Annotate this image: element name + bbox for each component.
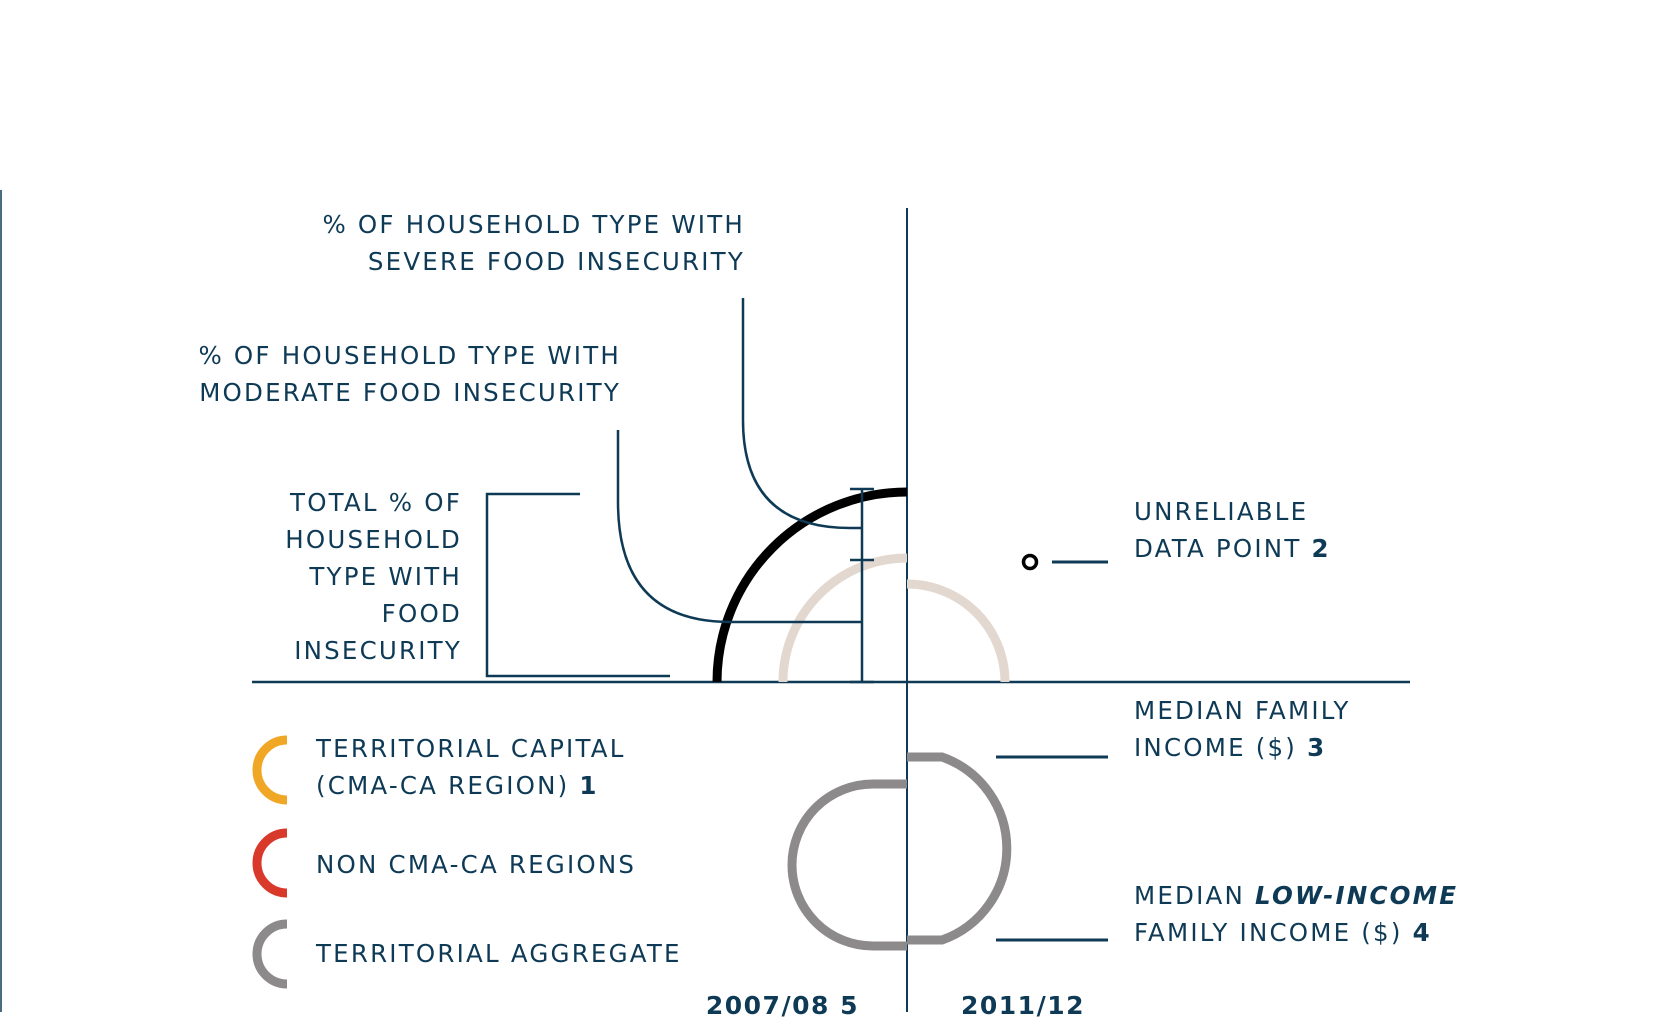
legend-item-capital: TERRITORIAL CAPITAL (CMA-CA REGION) 1 bbox=[316, 730, 626, 804]
severe-label-line2: SEVERE FOOD INSECURITY bbox=[367, 247, 745, 276]
legend-capital-line1: TERRITORIAL CAPITAL bbox=[316, 734, 626, 763]
low-income-label: MEDIAN LOW-INCOME FAMILY INCOME ($) 4 bbox=[1134, 877, 1458, 951]
legend-item-aggregate: TERRITORIAL AGGREGATE bbox=[316, 935, 682, 972]
unreliable-label: UNRELIABLE DATA POINT 2 bbox=[1134, 493, 1329, 567]
median-income-footnote: 3 bbox=[1307, 733, 1325, 762]
total-insecurity-arc bbox=[712, 487, 908, 683]
income-shape-left bbox=[787, 779, 907, 951]
low-income-text: FAMILY INCOME ($) bbox=[1134, 918, 1403, 947]
unreliable-point-marker bbox=[1021, 553, 1039, 571]
median-income-label: MEDIAN FAMILY INCOME ($) 3 bbox=[1134, 692, 1351, 766]
severe-label-line1: % OF HOUSEHOLD TYPE WITH bbox=[322, 210, 745, 239]
legend-capital-footnote: 1 bbox=[579, 771, 597, 800]
moderate-label-line1: % OF HOUSEHOLD TYPE WITH bbox=[198, 341, 621, 370]
legend-item-non-cma: NON CMA-CA REGIONS bbox=[316, 846, 636, 883]
faint-arc-right bbox=[906, 579, 1010, 683]
legend-capital-line2: (CMA-CA REGION) 1 bbox=[316, 767, 626, 804]
low-income-prefix: MEDIAN bbox=[1134, 881, 1245, 910]
severe-leader-line bbox=[741, 298, 862, 530]
moderate-label: % OF HOUSEHOLD TYPE WITH MODERATE FOOD I… bbox=[198, 337, 621, 411]
median-income-line1: MEDIAN FAMILY bbox=[1134, 696, 1351, 725]
legend-capital-text: (CMA-CA REGION) bbox=[316, 771, 570, 800]
legend-swatch-aggregate bbox=[252, 919, 288, 989]
total-label-line3: TYPE WITH bbox=[309, 562, 462, 591]
legend-aggregate-label: TERRITORIAL AGGREGATE bbox=[316, 939, 682, 968]
year-left-text: 2007/08 bbox=[705, 991, 830, 1020]
year-label-right: 2011/12 bbox=[961, 991, 1085, 1020]
severe-label: % OF HOUSEHOLD TYPE WITH SEVERE FOOD INS… bbox=[322, 206, 745, 280]
unreliable-footnote: 2 bbox=[1311, 534, 1329, 563]
unreliable-label-line1: UNRELIABLE bbox=[1134, 497, 1309, 526]
total-label-line4: FOOD bbox=[381, 599, 462, 628]
year-left-footnote: 5 bbox=[840, 991, 859, 1020]
total-label-line5: INSECURITY bbox=[294, 636, 462, 665]
median-income-line2: INCOME ($) 3 bbox=[1134, 729, 1351, 766]
total-label-line1: TOTAL % OF bbox=[290, 488, 462, 517]
low-income-line1: MEDIAN LOW-INCOME bbox=[1134, 877, 1458, 914]
moderate-leader-line bbox=[616, 430, 862, 624]
median-income-text: INCOME ($) bbox=[1134, 733, 1298, 762]
unreliable-label-line2: DATA POINT 2 bbox=[1134, 530, 1329, 567]
year-label-left: 2007/08 5 bbox=[706, 991, 859, 1020]
low-income-line2: FAMILY INCOME ($) 4 bbox=[1134, 914, 1458, 951]
total-bracket bbox=[485, 492, 670, 678]
legend-non-cma-label: NON CMA-CA REGIONS bbox=[316, 850, 637, 879]
legend-swatch-non-cma bbox=[252, 828, 288, 898]
legend-swatch-capital bbox=[252, 735, 288, 805]
unreliable-label-text: DATA POINT bbox=[1134, 534, 1302, 563]
total-label-line2: HOUSEHOLD bbox=[285, 525, 462, 554]
moderate-label-line2: MODERATE FOOD INSECURITY bbox=[199, 378, 621, 407]
low-income-footnote: 4 bbox=[1412, 918, 1430, 947]
year-right-text: 2011/12 bbox=[961, 991, 1086, 1020]
low-income-italic: LOW-INCOME bbox=[1255, 881, 1459, 910]
faint-arc-left bbox=[778, 553, 908, 683]
income-shape-right bbox=[907, 752, 1012, 945]
total-label: TOTAL % OF HOUSEHOLD TYPE WITH FOOD INSE… bbox=[285, 484, 462, 669]
